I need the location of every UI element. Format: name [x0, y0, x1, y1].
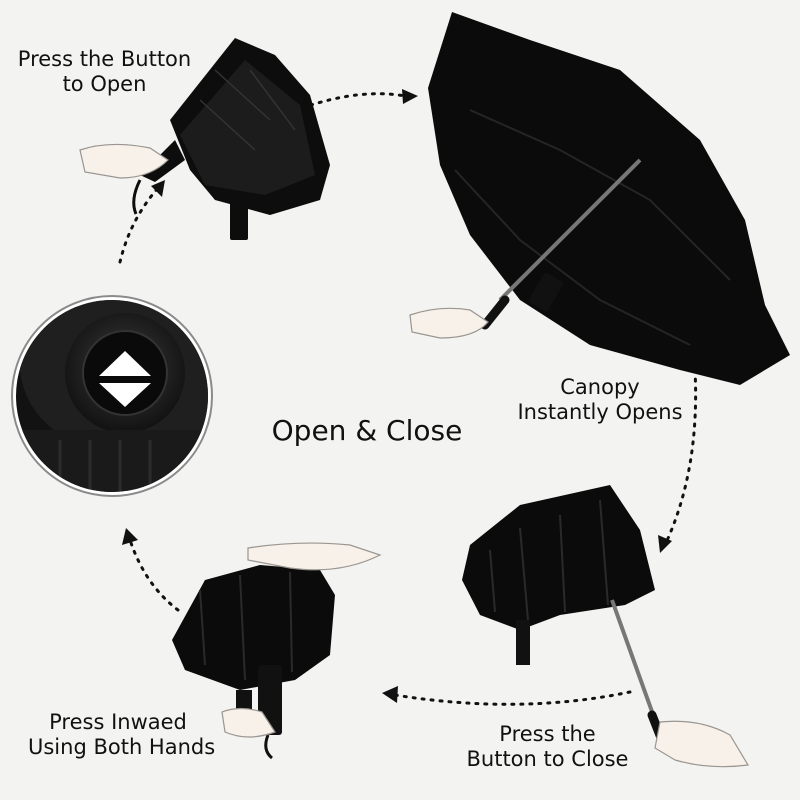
step-canopy-opens-label: Canopy Instantly Opens [517, 375, 683, 424]
open-close-triangles-icon [99, 351, 151, 407]
step-press-to-open-label: Press the Button to Open [17, 47, 192, 96]
center-title: Open & Close [271, 414, 463, 447]
step-press-to-close-label: Press the Button to Close [466, 722, 629, 771]
step-press-inward-label: Press Inwaed Using Both Hands [28, 710, 216, 759]
